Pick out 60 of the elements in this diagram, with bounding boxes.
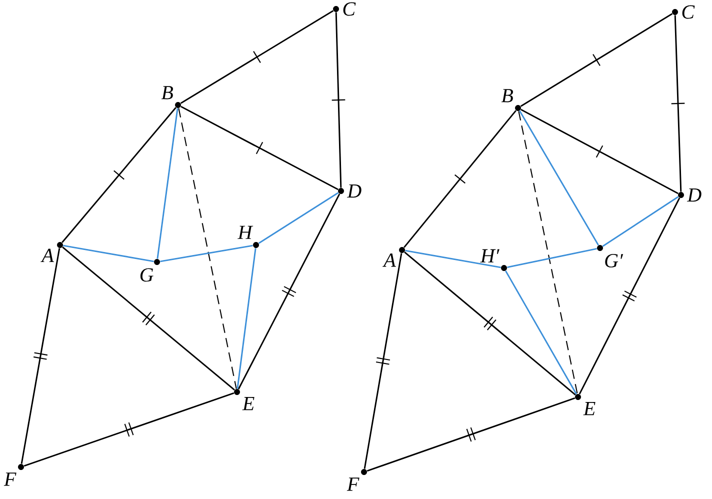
labeled-point: H′: [480, 249, 508, 271]
line-segment: [519, 110, 599, 246]
node-label: A: [382, 254, 396, 267]
line-segment: [505, 270, 578, 395]
line-segment: [258, 192, 339, 244]
line-segment: [507, 248, 597, 268]
node-label: G: [140, 268, 154, 282]
line-segment: [63, 244, 154, 262]
line-segment: [404, 252, 576, 396]
line-segment: [180, 106, 338, 190]
node-label: E: [583, 402, 596, 416]
labeled-point: B: [501, 89, 522, 111]
labeled-point: H: [238, 226, 259, 248]
line-segment: [236, 248, 256, 389]
labeled-point: C: [672, 5, 695, 19]
line-segment: [520, 13, 673, 107]
line-segment: [335, 12, 342, 188]
line-segment: [20, 248, 60, 464]
node-label: E: [242, 397, 254, 410]
labeled-point: G: [140, 259, 160, 282]
line-segment: [364, 253, 402, 469]
line-segment: [24, 392, 234, 467]
node-label: F: [4, 472, 16, 486]
node-label: A: [40, 248, 54, 262]
node-label: G′: [605, 254, 624, 268]
node-label: C: [343, 2, 356, 16]
labeled-point: E: [234, 389, 254, 410]
line-segment: [366, 397, 576, 472]
line-segment: [405, 250, 501, 268]
labeled-point: F: [346, 469, 367, 491]
line-segment: [62, 107, 176, 243]
node-label: C: [682, 5, 695, 19]
node-label: H: [238, 226, 254, 239]
node-label: D: [686, 188, 702, 202]
labeled-point: A: [382, 247, 405, 267]
line-segment: [180, 10, 334, 104]
line-segment: [404, 110, 516, 248]
line-segment: [602, 196, 679, 247]
node-label: D: [346, 184, 362, 198]
node-label: B: [161, 86, 173, 100]
labeled-point: E: [575, 394, 596, 416]
line-segment: [178, 108, 237, 389]
labeled-point: D: [338, 184, 362, 198]
line-segment: [156, 108, 178, 259]
node-label: F: [346, 478, 360, 491]
labeled-point: D: [678, 188, 702, 202]
line-segment: [238, 194, 340, 390]
labeled-point: B: [161, 86, 181, 108]
labeled-point: G′: [597, 245, 624, 268]
labeled-point: C: [333, 2, 356, 16]
labeled-point: F: [4, 464, 24, 486]
line-segment: [578, 198, 680, 394]
line-segment: [160, 244, 253, 262]
node-label: B: [501, 89, 513, 102]
line-segment: [518, 111, 578, 394]
labeled-point: A: [40, 242, 63, 262]
line-segment: [674, 15, 682, 192]
line-segment: [520, 108, 678, 194]
line-segment: [62, 246, 235, 390]
node-label: H′: [480, 249, 500, 262]
